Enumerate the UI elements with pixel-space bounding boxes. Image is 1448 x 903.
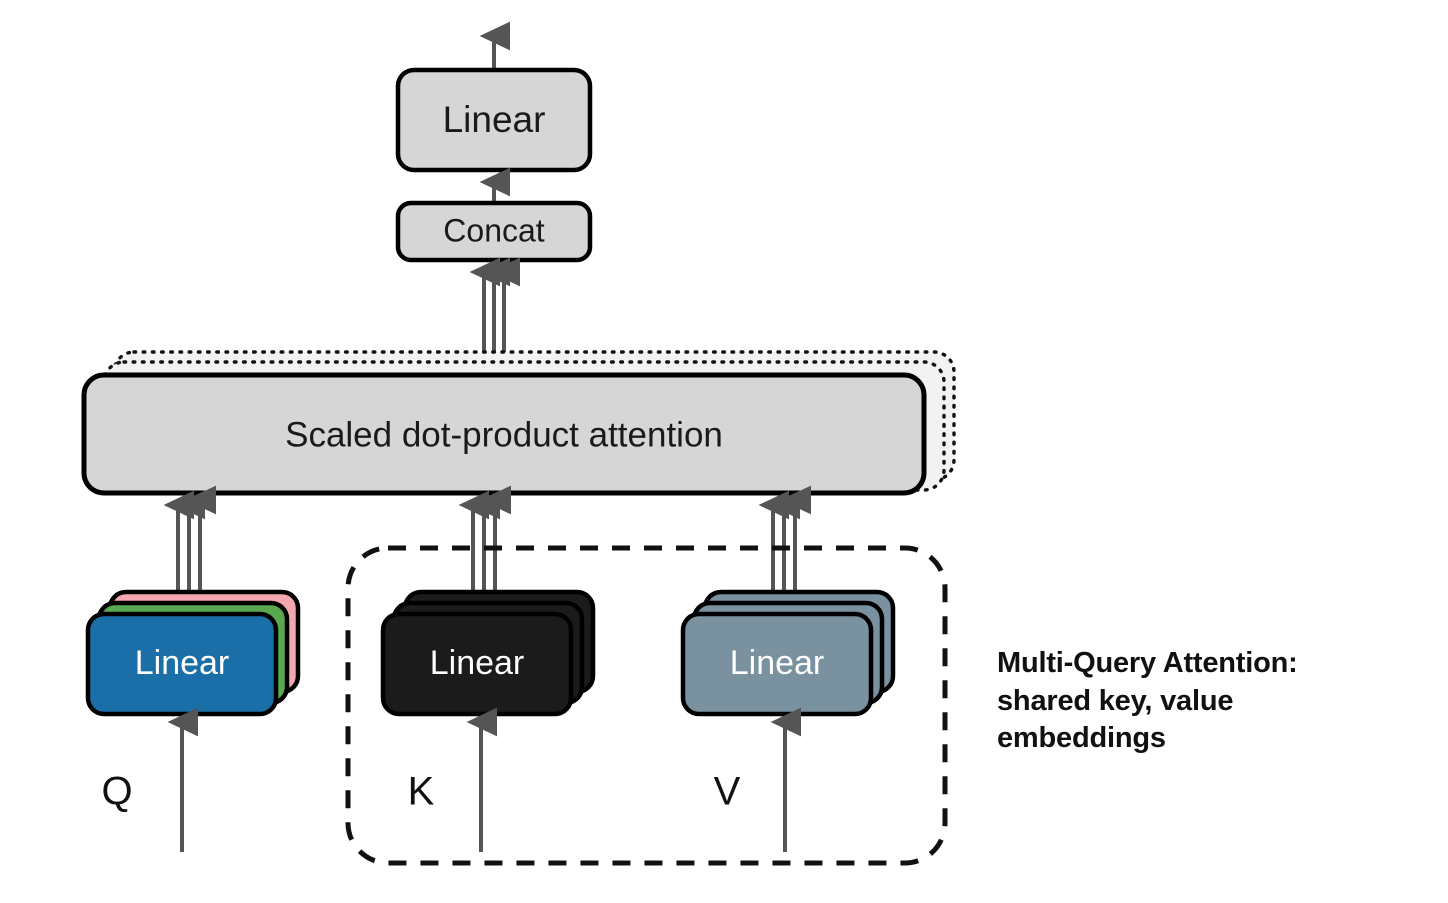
multi-query-attention-callout: Multi-Query Attention: shared key, value… bbox=[997, 647, 1298, 755]
concat-label: Concat bbox=[443, 212, 545, 248]
q-linear-stack[interactable]: Linear bbox=[85, 589, 301, 717]
k-to-attention-arrows bbox=[458, 485, 512, 604]
k-linear-stack[interactable]: Linear bbox=[380, 589, 596, 717]
k-linear-label: Linear bbox=[430, 644, 525, 682]
scaled-dot-product-attention-block[interactable]: Scaled dot-product attention bbox=[81, 372, 927, 496]
q-linear-label: Linear bbox=[135, 644, 230, 682]
v-linear-label: Linear bbox=[730, 644, 825, 682]
linear-output-label: Linear bbox=[443, 99, 546, 140]
v-linear-stack[interactable]: Linear bbox=[680, 589, 896, 717]
linear-output-block[interactable]: Linear bbox=[395, 67, 593, 173]
q-to-attention-arrows bbox=[163, 485, 217, 604]
input-label-v: V bbox=[714, 770, 741, 814]
input-label-k: K bbox=[408, 770, 435, 814]
input-label-q: Q bbox=[101, 770, 132, 814]
concat-block[interactable]: Concat bbox=[395, 200, 593, 263]
shared-kv-group-box bbox=[345, 545, 948, 866]
attention-label: Scaled dot-product attention bbox=[285, 415, 723, 454]
v-to-attention-arrows bbox=[758, 485, 812, 604]
